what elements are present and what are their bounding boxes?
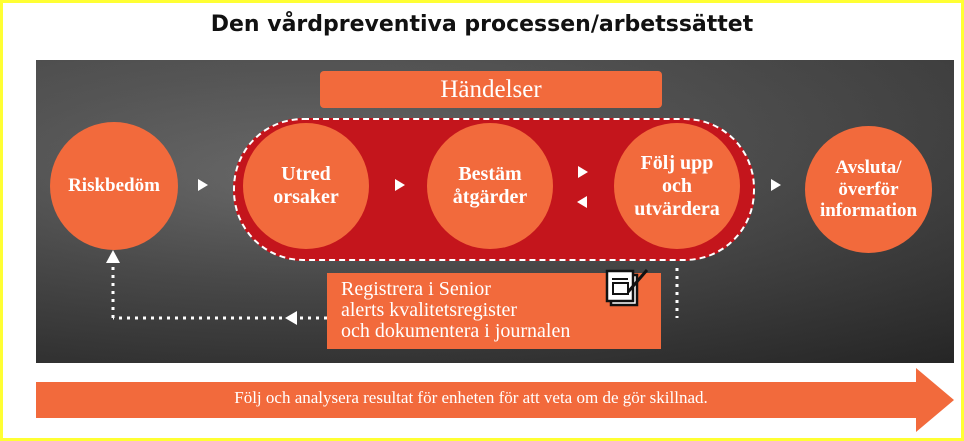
arrow-left-icon [577,196,587,208]
step-folj-upp: Följ upp och utvärdera [614,123,740,249]
step-utred-orsaker: Utred orsaker [243,123,369,249]
diagram-title: Den vårdpreventiva processen/arbetssätte… [210,12,754,37]
step-avsluta-overfor: Avsluta/ överför information [805,126,932,253]
document-edit-icon [605,269,649,307]
step-riskbedom: Riskbedöm [50,122,178,250]
arrow-right-icon [395,179,405,191]
arrow-right-icon [198,179,208,191]
arrow-right-icon [771,179,781,191]
events-box: Händelser [320,71,662,108]
bottom-arrow [36,368,954,432]
arrow-up-icon [106,250,120,263]
arrow-left-icon [285,311,297,325]
register-box: Registrera i Senior alerts kvalitetsregi… [327,273,661,349]
arrow-right-icon [578,166,588,178]
bottom-arrow-text: Följ och analysera resultat för enheten … [234,388,708,407]
step-bestam-atgarder: Bestäm åtgärder [427,123,553,249]
